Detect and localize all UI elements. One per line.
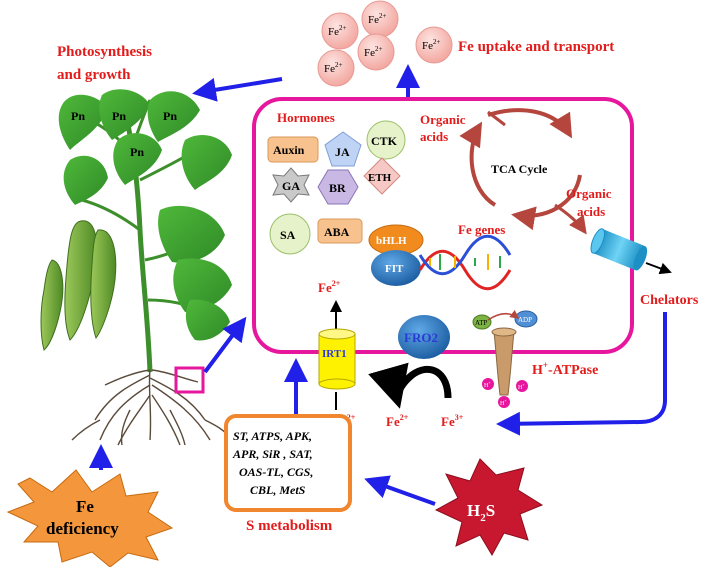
s-metabolism-box [224, 414, 352, 512]
fit-protein [371, 250, 421, 286]
pn-label: Pn [130, 145, 144, 159]
s-metabolism-label: S metabolism [246, 518, 333, 534]
fro2-label: FRO2 [404, 330, 438, 345]
organic-acids-top-label: Organic acids [420, 112, 469, 144]
br-label: BR [329, 181, 346, 195]
leaf [158, 205, 225, 263]
aba-label: ABA [324, 225, 350, 239]
s-metabolism-genes: ST, ATPS, APK, APR, SiR , SAT, OAS-TL, C… [232, 429, 316, 497]
h-atpase-label: H+-ATPase [532, 360, 598, 378]
ctk-label: CTK [371, 134, 398, 148]
leaf [147, 91, 200, 142]
svg-text:H+: H+ [484, 380, 491, 389]
ga-star [272, 167, 310, 203]
fe3-label: Fe3+ [441, 413, 464, 429]
blue-arrows [89, 64, 667, 506]
arrow-photosynthesis [192, 77, 283, 102]
chelators-label: Chelators [640, 293, 699, 308]
pn-label: Pn [71, 109, 85, 123]
fe-genes-cluster: bHLH FIT [368, 224, 512, 291]
hormones-cluster: Auxin JA CTK GA BR ETH SA ABA [267, 120, 406, 255]
root-highlight-square [174, 366, 205, 394]
tca-cycle: TCA Cycle [459, 108, 587, 235]
br-hexagon [317, 169, 359, 205]
ja-pentagon [324, 131, 362, 167]
bhlh-label: bHLH [376, 235, 407, 247]
arrow-h2s-to-s [364, 475, 436, 506]
sa-label: SA [280, 228, 296, 242]
arrow-root-to-cell [203, 316, 247, 374]
svg-text:Fe2+: Fe2+ [368, 12, 387, 26]
roots [71, 369, 233, 446]
auxin-box [267, 136, 319, 163]
leaf [58, 94, 108, 150]
leaf [173, 258, 232, 312]
eth-label: ETH [368, 172, 392, 184]
leaf [185, 299, 230, 341]
fe-deficiency-label: Fe deficiency [46, 497, 119, 538]
fe2-label-fro2: Fe2+ [386, 413, 409, 429]
h-atpase-pump: ATP ADP H+ H+ H+ [472, 309, 538, 408]
chelator-transporter [590, 228, 672, 275]
tca-cycle-label: TCA Cycle [491, 162, 548, 176]
svg-text:Fe2+: Fe2+ [364, 45, 383, 59]
pn-label: Pn [112, 109, 126, 123]
irt1-label: IRT1 [322, 348, 347, 360]
pn-label: Pn [163, 109, 177, 123]
hormones-title: Hormones [277, 110, 335, 125]
photosynthesis-label: Photosynthesis and growth [57, 44, 156, 83]
fro2-reductase: FRO2 [368, 315, 452, 409]
fe-genes-title: Fe genes [458, 222, 505, 237]
eth-diamond [363, 157, 401, 195]
fe-uptake-label: Fe uptake and transport [458, 39, 614, 55]
svg-text:H+: H+ [500, 398, 507, 407]
h2s-label: H2S [467, 501, 495, 524]
leaf [63, 155, 108, 205]
aba-box [317, 218, 363, 244]
ja-label: JA [335, 145, 350, 159]
arrow-chelators-to-fe3 [496, 312, 667, 436]
organic-acids-right-label: Organic acids [566, 186, 615, 219]
sa-circle [269, 213, 311, 255]
svg-text:Fe2+: Fe2+ [328, 24, 347, 38]
bean-pod [90, 229, 117, 340]
atp-label: ATP [475, 319, 488, 327]
adp-label: ADP [518, 316, 532, 324]
fit-label: FIT [385, 263, 404, 275]
ctk-circle [366, 120, 406, 160]
irt1-transporter: IRT1 [318, 328, 356, 390]
svg-text:H+: H+ [518, 382, 525, 391]
svg-text:Fe2+: Fe2+ [422, 38, 441, 52]
svg-text:Fe2+: Fe2+ [324, 61, 343, 75]
leaf [99, 89, 150, 140]
fe2-label-top: Fe2+ [318, 279, 341, 295]
auxin-label: Auxin [273, 143, 305, 157]
ga-label: GA [282, 179, 300, 193]
fe2-ions-cluster: Fe2+ Fe2+ Fe2+ Fe2+ Fe2+ [317, 0, 453, 87]
h2s-star: H2S [434, 458, 544, 557]
leaf [181, 135, 232, 190]
bean-pod [40, 259, 64, 351]
plant-illustration: Pn Pn Pn Pn [40, 89, 233, 446]
dna-helix [418, 234, 512, 291]
fe-deficiency-star: Fe deficiency [6, 469, 174, 567]
leaf [113, 133, 162, 185]
